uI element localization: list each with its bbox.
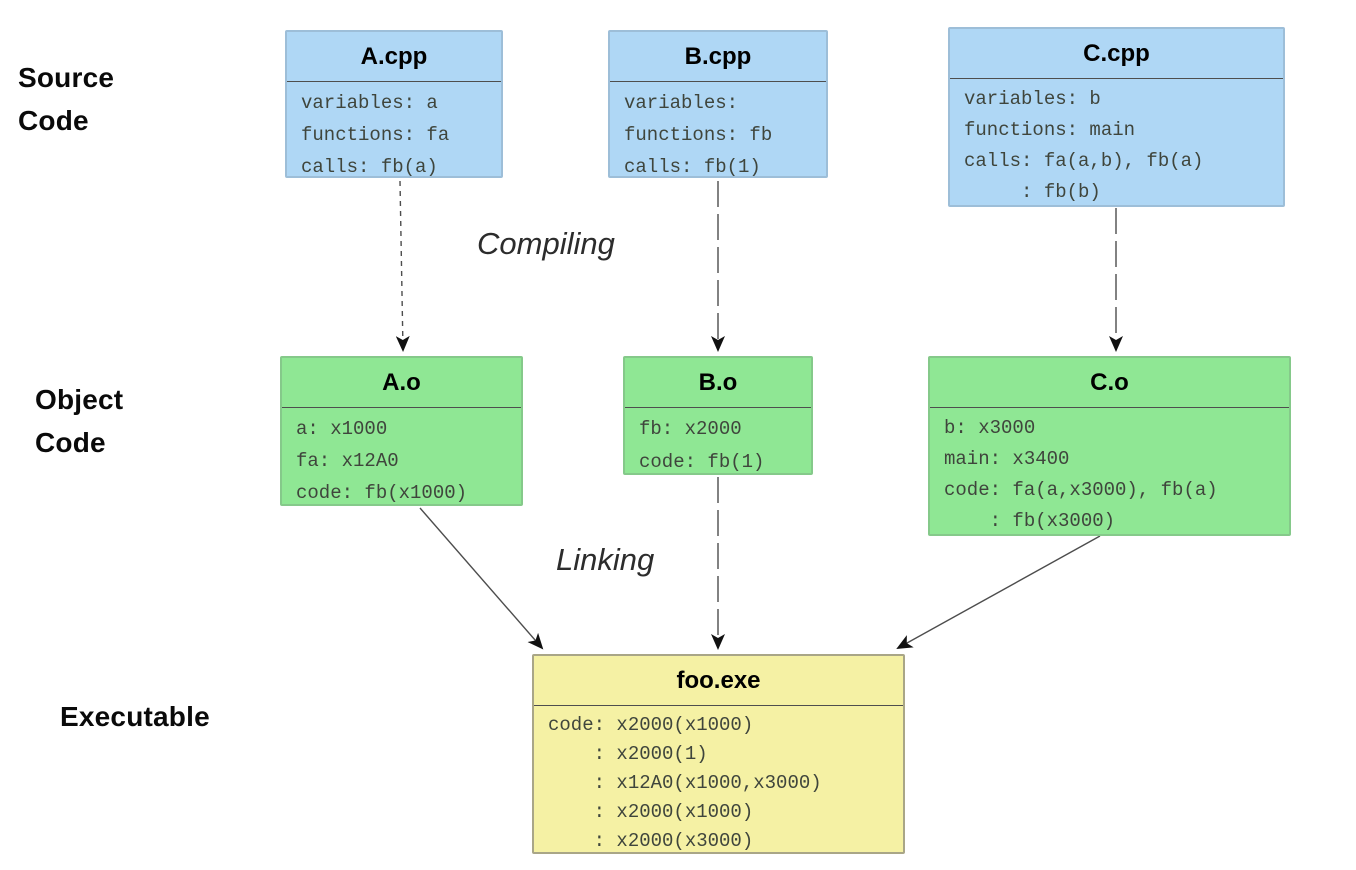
box-title: A.o	[282, 358, 521, 408]
row-label-line: Object	[35, 384, 124, 415]
box-title: C.o	[930, 358, 1289, 408]
code-line: functions: fa	[301, 124, 450, 146]
object-box-b-o: B.o fb: x2000 code: fb(1)	[623, 356, 813, 475]
box-body: fb: x2000 code: fb(1)	[625, 408, 811, 479]
row-label-line: Code	[35, 427, 106, 458]
code-line: main: x3400	[944, 448, 1070, 470]
box-title: C.cpp	[950, 29, 1283, 79]
box-body: variables: a functions: fa calls: fb(a)	[287, 82, 501, 183]
linking-label: Linking	[556, 542, 655, 577]
source-box-c-cpp: C.cpp variables: b functions: main calls…	[948, 27, 1285, 207]
code-line: fb: x2000	[639, 418, 742, 440]
code-line: : x2000(1)	[548, 743, 708, 765]
code-line: b: x3000	[944, 417, 1036, 439]
box-body: a: x1000 fa: x12A0 code: fb(x1000)	[282, 408, 521, 509]
code-line: variables: b	[964, 88, 1101, 110]
code-line: calls: fa(a,b), fb(a)	[964, 150, 1204, 172]
code-line: code: fa(a,x3000), fb(a)	[944, 479, 1218, 501]
code-line: : x12A0(x1000,x3000)	[548, 772, 822, 794]
code-line: a: x1000	[296, 418, 388, 440]
row-label-object-code: Object Code	[35, 378, 123, 464]
code-line: fa: x12A0	[296, 450, 399, 472]
box-title: B.cpp	[610, 32, 826, 82]
box-title: A.cpp	[287, 32, 501, 82]
code-line: variables:	[624, 92, 739, 114]
object-box-a-o: A.o a: x1000 fa: x12A0 code: fb(x1000)	[280, 356, 523, 506]
row-label-line: Code	[18, 105, 89, 136]
box-title: foo.exe	[534, 656, 903, 706]
code-line: : x2000(x3000)	[548, 830, 754, 852]
code-line: calls: fb(a)	[301, 156, 438, 178]
object-box-c-o: C.o b: x3000 main: x3400 code: fa(a,x300…	[928, 356, 1291, 536]
box-body: variables: b functions: main calls: fa(a…	[950, 79, 1283, 208]
code-line: functions: main	[964, 119, 1136, 141]
code-line: functions: fb	[624, 124, 773, 146]
row-label-source-code: Source Code	[18, 56, 114, 142]
code-line: : fb(x3000)	[944, 510, 1116, 532]
box-body: b: x3000 main: x3400 code: fa(a,x3000), …	[930, 408, 1289, 537]
row-label-line: Executable	[60, 701, 210, 732]
link-arrow-a	[419, 507, 544, 650]
link-arrow-c	[896, 535, 1101, 649]
row-label-line: Source	[18, 62, 115, 93]
code-line: code: fb(1)	[639, 451, 765, 473]
row-label-executable: Executable	[60, 695, 210, 738]
compile-arrow-a	[395, 180, 410, 352]
executable-box-foo-exe: foo.exe code: x2000(x1000) : x2000(1) : …	[532, 654, 905, 854]
code-line: : fb(b)	[964, 181, 1101, 203]
compiling-label: Compiling	[477, 226, 615, 261]
box-body: code: x2000(x1000) : x2000(1) : x12A0(x1…	[534, 706, 903, 856]
code-line: code: fb(x1000)	[296, 482, 468, 504]
code-line: calls: fb(1)	[624, 156, 761, 178]
box-body: variables: functions: fb calls: fb(1)	[610, 82, 826, 183]
code-line: variables: a	[301, 92, 438, 114]
code-line: code: x2000(x1000)	[548, 714, 754, 736]
box-title: B.o	[625, 358, 811, 408]
source-box-a-cpp: A.cpp variables: a functions: fa calls: …	[285, 30, 503, 178]
source-box-b-cpp: B.cpp variables: functions: fb calls: fb…	[608, 30, 828, 178]
code-line: : x2000(x1000)	[548, 801, 754, 823]
